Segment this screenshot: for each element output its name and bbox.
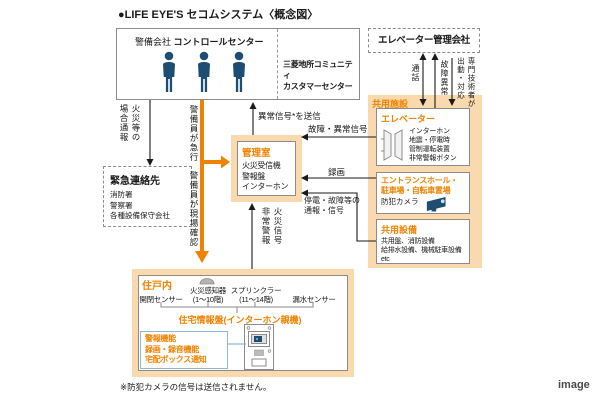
emergency-contact-item: 警察署 — [110, 200, 133, 210]
equipment-line: 共用盤、消防設備 — [381, 238, 435, 245]
sensor-label: スプリンクラー (11〜14階) — [230, 286, 282, 304]
entrance-box-title: エントランスホール・ 駐車場・自転車置場 — [381, 176, 458, 195]
common-facilities-panel: 共用施設 エレベーター インターホン 地震・停電時 管制運転装置 非常警報ボタン — [368, 95, 482, 268]
label-fault-signal: 故障・異常信号 — [308, 124, 368, 134]
management-room-panel: 管理室 火災受信機 警報盤 インターホン — [231, 135, 302, 202]
dwelling-panel-title: 住宅情報盤(インターホン親機) — [178, 315, 302, 325]
equipment-line: etc — [381, 256, 390, 263]
equipment-box: 共用設備 共用盤、消防設備 給排水設備、機械駐車設備 etc — [376, 219, 470, 264]
common-facilities-title: 共用施設 — [372, 99, 409, 109]
elevator-doors-icon — [381, 129, 403, 161]
elevator-company-box: エレベーター管理会社 — [368, 28, 480, 53]
management-room-box: 管理室 火災受信機 警報盤 インターホン — [237, 141, 296, 196]
customer-center-label: 三菱地所コミュニティ カスタマーセンター — [283, 60, 353, 91]
management-room-title: 管理室 — [242, 148, 271, 159]
elevator-box: エレベーター インターホン 地震・停電時 管制運転装置 非常警報ボタン — [376, 108, 470, 166]
label-recording: 録画 — [328, 167, 346, 177]
security-camera-icon — [426, 197, 446, 212]
management-room-item: 火災受信機 — [242, 161, 281, 170]
elevator-feature: 非常警報ボタン — [409, 155, 457, 162]
watermark-label: image — [558, 379, 590, 391]
label-fire-report: 火災等の 場合通報 — [119, 104, 141, 142]
control-center-box: 警備会社 コントロールセンター 三菱地所コミュニティ カスタマーセンター — [116, 28, 360, 100]
emergency-contact-item: 消防署 — [110, 190, 133, 199]
guard-silhouette-icon — [159, 51, 249, 95]
sensor-label: 開閉センサー — [139, 295, 183, 304]
control-center-name: コントロールセンター — [173, 37, 264, 47]
dwelling-title: 住戸内 — [142, 281, 172, 292]
equipment-line: 給排水設備、機械駐車設備 — [381, 247, 462, 254]
intercom-feature: 宅配ボックス通知 — [145, 355, 207, 364]
label-abnormal-signal: 異常信号*を送信 — [258, 110, 321, 122]
label-technician: 専門技術者が 出動・対応 — [456, 57, 477, 108]
control-center-company: 警備会社 — [135, 37, 174, 47]
footnote: ※防犯カメラの信号は送信されません。 — [120, 382, 272, 392]
label-call: 通話 — [411, 64, 420, 82]
emergency-contact-item: 各種設備保守会社 — [110, 211, 170, 220]
emergency-contacts-title: 緊急連絡先 — [110, 176, 160, 187]
management-room-item: 警報盤 — [242, 171, 266, 181]
label-fault-abnormal: 故障異常 — [440, 60, 449, 96]
label-fire-alarm-signal: 火災信号 非常警報 — [261, 207, 283, 245]
intercom-features-box: 警報機能 録画・録音機能 宅配ボックス通知 — [140, 331, 228, 369]
label-guard-rush: 警備員が急行 — [189, 105, 199, 162]
box-divider — [277, 29, 278, 99]
intercom-unit-icon — [244, 324, 274, 370]
emergency-contacts-box: 緊急連絡先 消防署 警察署 各種設備保守会社 — [103, 166, 192, 227]
fire-detector-icon — [199, 278, 215, 285]
intercom-feature: 警報機能 — [145, 334, 176, 343]
sensor-label: 火災感知器 (1〜10階) — [190, 286, 226, 304]
elevator-feature: インターホン — [409, 128, 450, 135]
intercom-feature: 録画・録音機能 — [145, 344, 199, 354]
elevator-feature: 管制運転装置 — [409, 146, 450, 153]
elevator-feature: 地震・停電時 — [409, 137, 450, 144]
management-room-item: インターホン — [242, 182, 289, 191]
entrance-item: 防犯カメラ — [381, 197, 419, 206]
label-guard-check: 警備員が現場確認 — [189, 171, 199, 247]
diagram-title: ●LIFE EYE'S セコムシステム〈概念図〉 — [118, 9, 319, 21]
sensor-label: 漏水センサー — [292, 295, 336, 304]
elevator-box-title: エレベーター — [381, 114, 436, 124]
label-power-fault: 停電・故障等の 通報・信号 — [304, 196, 360, 215]
equipment-box-title: 共用設備 — [381, 225, 418, 235]
entrance-box: エントランスホール・ 駐車場・自転車置場 防犯カメラ — [376, 172, 470, 214]
